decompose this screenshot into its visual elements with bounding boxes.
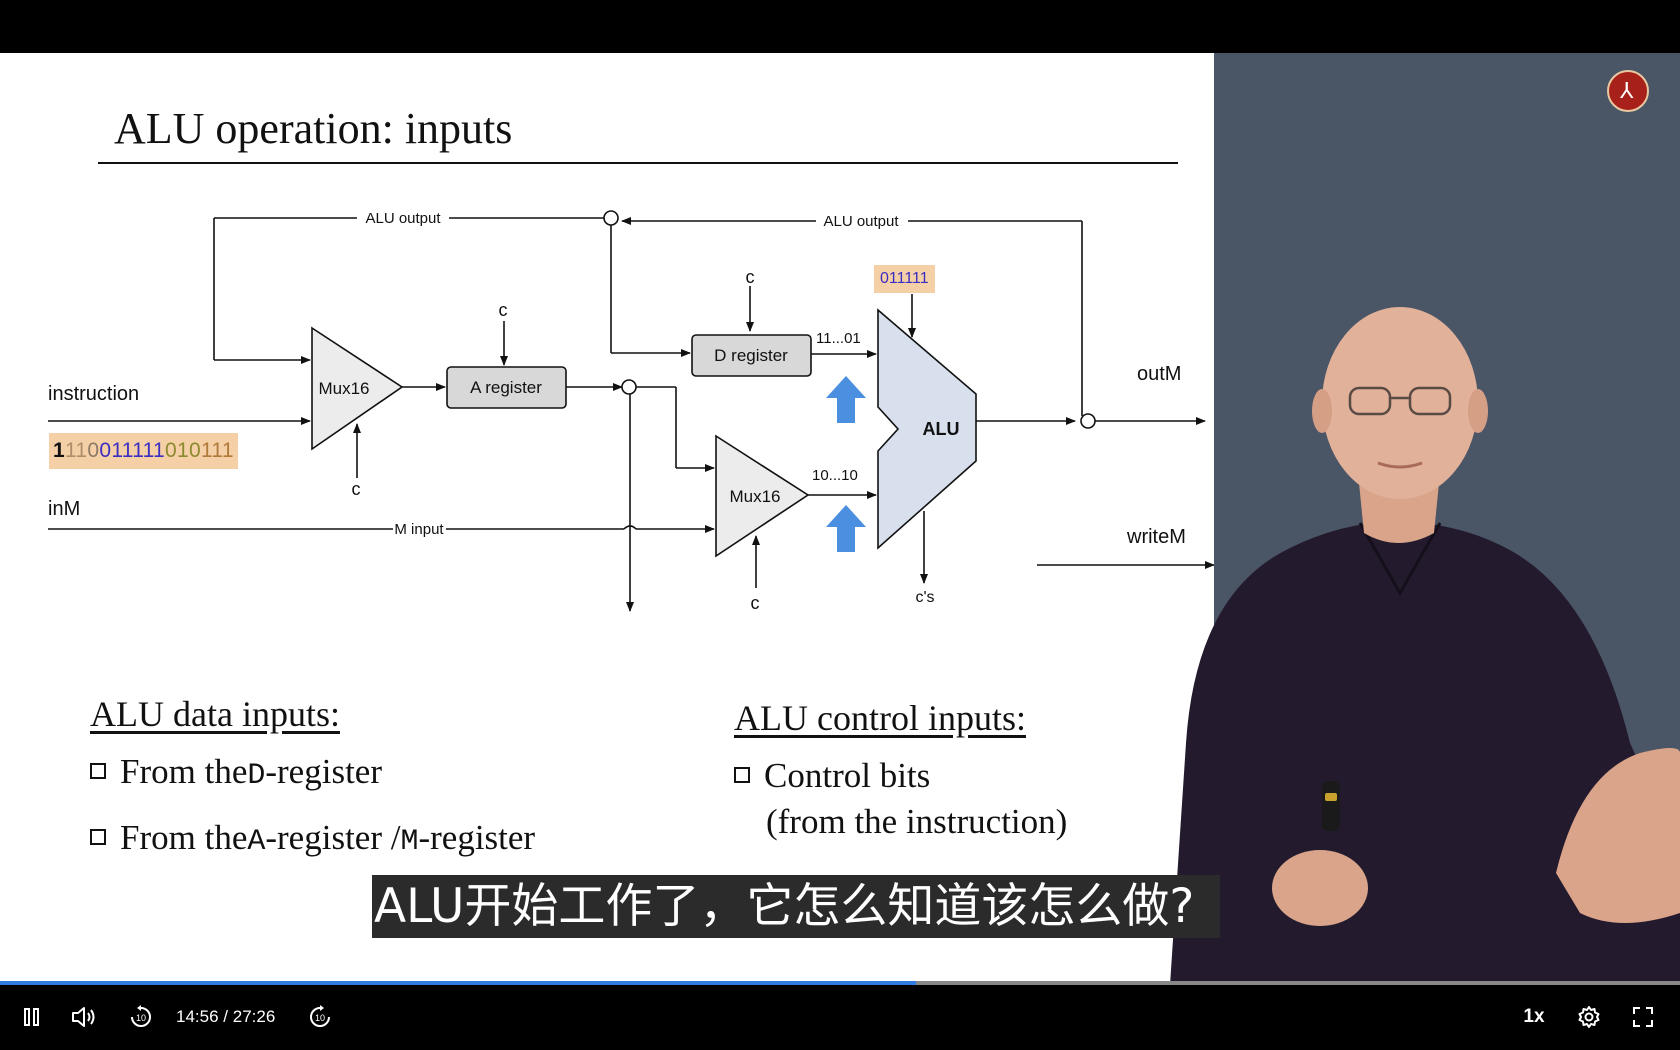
a-bit: 0: [87, 439, 100, 462]
glasses-icon: [1348, 386, 1452, 416]
op-bit: 1: [53, 439, 65, 462]
video-frame[interactable]: ALU operation: inputs: [0, 53, 1680, 985]
label-c: c: [499, 300, 508, 320]
label-mux-bottom: Mux16: [729, 487, 780, 506]
label-c: c: [746, 267, 755, 287]
title-rule: [98, 162, 1178, 164]
junction-alu-out: [1080, 413, 1096, 429]
cpu-diagram: ALU output ALU output instruction inM M …: [48, 210, 1214, 613]
presenter-ear: [1312, 389, 1332, 433]
volume-icon: [72, 1007, 95, 1027]
a-register-box: [446, 366, 567, 409]
presenter-ear: [1468, 389, 1488, 433]
presenter-collar: [1358, 522, 1442, 597]
rewind-10-icon: 10: [131, 1005, 151, 1027]
alu-shape: [877, 308, 977, 550]
presenter-hand-right: [1556, 748, 1680, 923]
forward-10-button[interactable]: 10: [305, 997, 335, 1037]
label-d-register: D register: [714, 346, 788, 365]
progress-bar[interactable]: [0, 981, 1680, 985]
current-time: 14:56: [176, 1007, 219, 1026]
volume-button[interactable]: [68, 997, 100, 1037]
d-register-box: [691, 334, 812, 377]
settings-button[interactable]: [1574, 997, 1604, 1037]
presenter-mouth: [1377, 461, 1423, 469]
label-m-input: M input: [394, 521, 444, 538]
fullscreen-icon: [1633, 1007, 1653, 1027]
comp-bits: 011111: [99, 439, 166, 462]
svg-text:10: 10: [315, 1013, 325, 1023]
junction-a-out: [621, 379, 637, 395]
forward-10-icon: 10: [310, 1005, 330, 1027]
label-c: c: [751, 593, 760, 613]
logo-icon: ⅄: [1607, 70, 1649, 112]
bullet-box-icon: [734, 767, 750, 783]
slide-title: ALU operation: inputs: [114, 104, 513, 153]
label-d-bits: 11...01: [816, 330, 861, 347]
label-mux-top: Mux16: [318, 379, 369, 398]
alu-control-bits: 011111: [874, 265, 935, 293]
svg-text:10: 10: [136, 1013, 146, 1023]
list-item: From the A-register / M-register: [90, 815, 535, 865]
instruction-bits: 1110011111010111: [49, 433, 238, 469]
label-c: c: [352, 479, 361, 499]
up-arrow-icon: [826, 376, 866, 423]
lecture-slide: ALU operation: inputs: [0, 53, 1214, 985]
control-inputs-section: ALU control inputs: Control bits (from t…: [734, 697, 1067, 845]
label-cs: c's: [915, 589, 934, 606]
clicker-icon: [1322, 781, 1340, 831]
label-writem: writeM: [1126, 526, 1186, 548]
bullet-box-icon: [90, 763, 106, 779]
up-arrow-icon: [826, 505, 866, 552]
control-bar: 10 14:56 / 27:26 10 1x: [0, 997, 1680, 1050]
list-item: Control bits: [734, 753, 1067, 799]
label-outm: outM: [1137, 363, 1181, 385]
time-separator: /: [223, 1007, 229, 1026]
rewind-10-button[interactable]: 10: [126, 997, 156, 1037]
jump-bits: 111: [200, 439, 234, 462]
mux-top: [311, 326, 404, 451]
duration: 27:26: [232, 1007, 276, 1026]
time-display: 14:56 / 27:26: [176, 997, 275, 1037]
pause-button[interactable]: [18, 997, 46, 1037]
list-item-continuation: (from the instruction): [766, 802, 1068, 841]
fullscreen-button[interactable]: [1628, 997, 1658, 1037]
label-a-register: A register: [470, 378, 542, 397]
subtitle-caption: ALU开始工作了，它怎么知道该怎么做?: [372, 875, 1221, 938]
presenter: [1170, 307, 1680, 985]
speed-button[interactable]: 1x: [1523, 1006, 1545, 1027]
bullet-box-icon: [90, 829, 106, 845]
presenter-hand-left: [1272, 850, 1368, 926]
junction-top: [603, 210, 619, 226]
dest-bits: 010: [165, 439, 201, 462]
presenter-head: [1322, 307, 1478, 499]
label-am-bits: 10...10: [812, 467, 858, 484]
list-item: From the D-register: [90, 749, 535, 799]
label-inm: inM: [48, 498, 80, 520]
wire-crossover: [623, 525, 637, 530]
data-inputs-title: ALU data inputs:: [90, 694, 340, 734]
gear-icon: [1578, 1006, 1600, 1028]
top-bar: [0, 0, 1680, 53]
control-inputs-title: ALU control inputs:: [734, 698, 1026, 738]
unused-bits: 11: [64, 439, 88, 462]
data-inputs-section: ALU data inputs: From the D-register Fro…: [90, 693, 535, 865]
mux-bottom: [715, 434, 810, 558]
label-alu: ALU: [923, 419, 960, 439]
label-alu-output-left: ALU output: [365, 210, 441, 227]
pause-icon: [24, 1008, 39, 1026]
label-instruction: instruction: [48, 383, 139, 405]
label-alu-output-right: ALU output: [823, 213, 899, 230]
progress-bar-fill: [0, 981, 916, 985]
